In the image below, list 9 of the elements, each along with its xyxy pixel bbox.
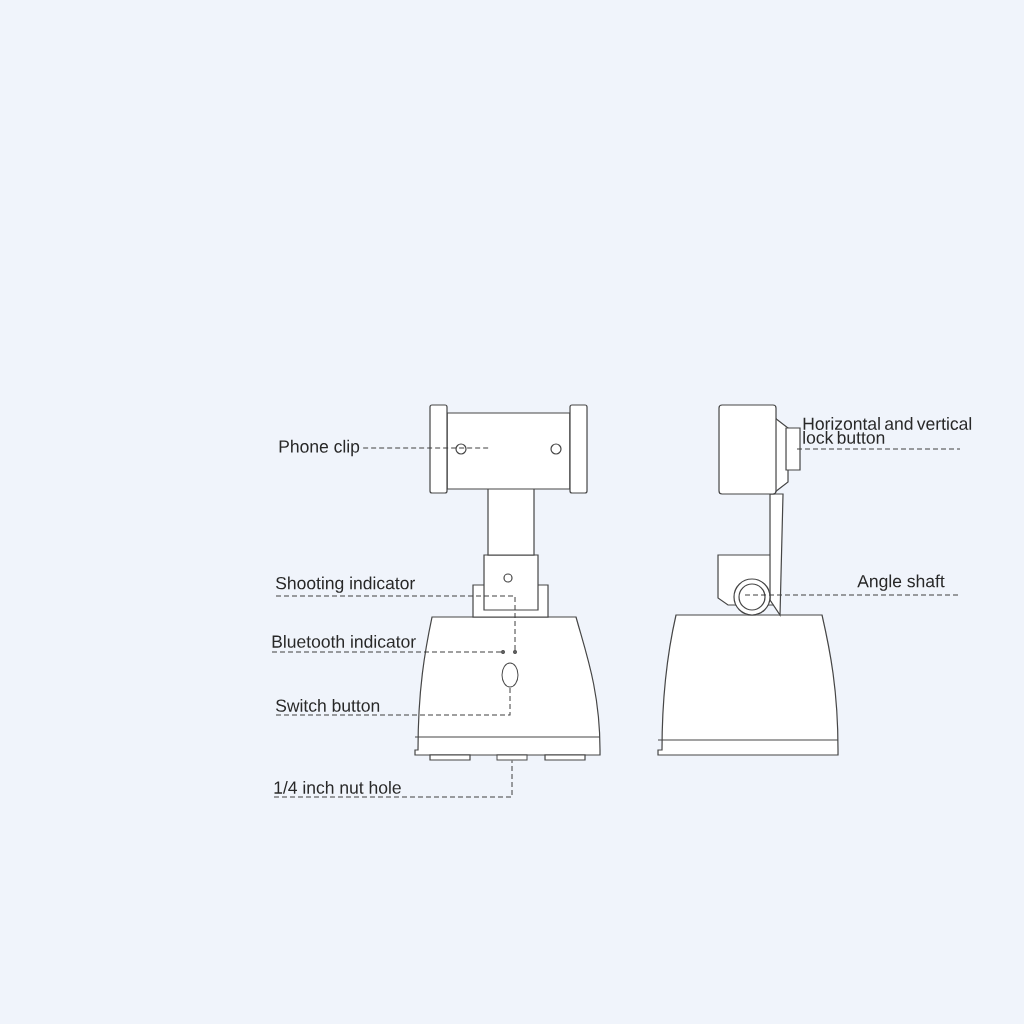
part-label: Bluetooth indicator	[272, 634, 416, 648]
part-label: Angle shaft	[857, 574, 945, 591]
part-label: Horizontal and vertical lock button	[803, 417, 972, 444]
part-label: Shooting indicator	[276, 576, 415, 593]
part-label: 1/4 inch nut hole	[274, 780, 401, 794]
part-label: Switch button	[276, 698, 380, 712]
nut-hole	[496, 754, 528, 761]
switch-button	[501, 662, 519, 688]
part-label: Phone clip	[279, 439, 360, 457]
